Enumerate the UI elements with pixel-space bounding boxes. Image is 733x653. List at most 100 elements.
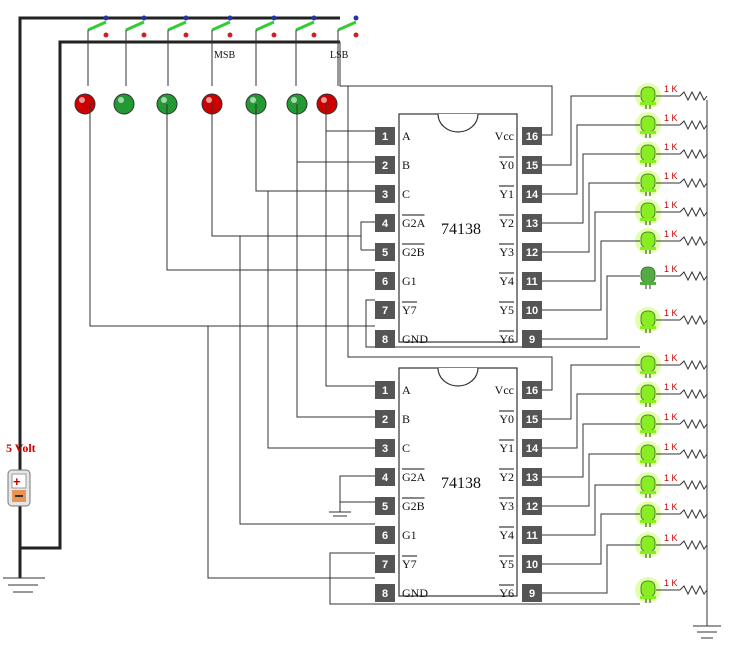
pin-number: 14 bbox=[526, 189, 539, 201]
resistor-label: 1 K bbox=[664, 442, 678, 452]
output-led: 1 K bbox=[635, 577, 708, 603]
output-led: 1 K bbox=[635, 228, 708, 254]
pin-number-box bbox=[522, 243, 542, 261]
resistor-label: 1 K bbox=[664, 200, 678, 210]
output-led: 1 K bbox=[635, 112, 708, 138]
lsb-label: LSB bbox=[330, 50, 349, 61]
pin-label: G2A bbox=[402, 470, 426, 484]
pin-label: Y6 bbox=[499, 586, 514, 600]
output-led: 1 K bbox=[635, 141, 708, 167]
resistor-label: 1 K bbox=[664, 533, 678, 543]
resistor-label: 1 K bbox=[664, 308, 678, 318]
pin-label: Y3 bbox=[499, 499, 514, 513]
output-led: 1 K bbox=[635, 307, 708, 333]
output-led: 1 K bbox=[635, 472, 708, 498]
pin-number: 12 bbox=[526, 247, 538, 259]
battery-label: 5 Volt bbox=[6, 441, 36, 455]
pin-number: 1 bbox=[382, 131, 388, 143]
output-wiring bbox=[542, 95, 640, 594]
pin-label: Y7 bbox=[402, 303, 417, 317]
pin-label: G2B bbox=[402, 499, 425, 513]
pin-label: Y6 bbox=[499, 332, 514, 346]
output-led: 1 K bbox=[635, 411, 708, 437]
pin-number-box bbox=[522, 185, 542, 203]
pin-label: GND bbox=[402, 332, 428, 346]
pin-number-box bbox=[522, 272, 542, 290]
resistor-label: 1 K bbox=[664, 229, 678, 239]
input-switch[interactable] bbox=[87, 15, 109, 87]
resistor-label: 1 K bbox=[664, 171, 678, 181]
input-switch[interactable] bbox=[125, 15, 147, 87]
input-switch[interactable] bbox=[337, 15, 359, 87]
pin-number: 10 bbox=[526, 559, 538, 571]
pin-number: 6 bbox=[382, 276, 388, 288]
resistor-label: 1 K bbox=[664, 578, 678, 588]
pin-number: 13 bbox=[526, 472, 538, 484]
pin-label: Y4 bbox=[499, 528, 514, 542]
pin-label: Y0 bbox=[499, 412, 514, 426]
pin-number: 8 bbox=[382, 334, 388, 346]
pin-label: Y2 bbox=[499, 216, 514, 230]
pin-label: C bbox=[402, 441, 410, 455]
pin-number-box bbox=[375, 156, 395, 174]
pin-label: G1 bbox=[402, 274, 417, 288]
pin-number-box bbox=[522, 468, 542, 486]
chip-notch bbox=[437, 367, 479, 387]
pin-number: 2 bbox=[382, 414, 388, 426]
pin-number: 7 bbox=[382, 559, 388, 571]
output-led: 1 K bbox=[635, 199, 708, 225]
pin-number-box bbox=[375, 555, 395, 573]
pin-number-box bbox=[375, 468, 395, 486]
chip-notch bbox=[437, 113, 479, 133]
pin-label: B bbox=[402, 158, 410, 172]
pin-number: 4 bbox=[382, 472, 389, 484]
resistor-label: 1 K bbox=[664, 264, 678, 274]
output-led: 1 K bbox=[635, 501, 708, 527]
pin-number-box bbox=[375, 185, 395, 203]
pin-number: 15 bbox=[526, 414, 538, 426]
pin-number-box bbox=[522, 526, 542, 544]
pin-number: 8 bbox=[382, 588, 388, 600]
indicator-lamp bbox=[74, 93, 96, 115]
pin-number-box bbox=[375, 127, 395, 145]
resistor-label: 1 K bbox=[664, 412, 678, 422]
pin-label: G2A bbox=[402, 216, 426, 230]
indicator-lamp bbox=[316, 93, 338, 115]
pin-number: 12 bbox=[526, 501, 538, 513]
pin-number: 1 bbox=[382, 385, 388, 397]
pin-label: Y4 bbox=[499, 274, 514, 288]
pin-label: Y2 bbox=[499, 470, 514, 484]
input-switch[interactable] bbox=[167, 15, 189, 87]
pin-number: 4 bbox=[382, 218, 389, 230]
input-switch[interactable] bbox=[211, 15, 233, 87]
pin-label: Y1 bbox=[499, 187, 514, 201]
pin-number-box bbox=[375, 381, 395, 399]
pin-number-box bbox=[375, 272, 395, 290]
resistor-label: 1 K bbox=[664, 113, 678, 123]
output-led: 1 K bbox=[635, 83, 708, 109]
chip-part-number: 74138 bbox=[441, 475, 481, 492]
resistor-label: 1 K bbox=[664, 382, 678, 392]
pin-number: 3 bbox=[382, 443, 388, 455]
pin-label: Y7 bbox=[402, 557, 417, 571]
pin-label: GND bbox=[402, 586, 428, 600]
pin-number: 15 bbox=[526, 160, 538, 172]
input-switch[interactable] bbox=[255, 15, 277, 87]
pin-number: 9 bbox=[529, 334, 535, 346]
pin-number-box bbox=[522, 156, 542, 174]
pin-number-box bbox=[522, 584, 542, 602]
pin-label: G2B bbox=[402, 245, 425, 259]
input-switch[interactable] bbox=[295, 15, 317, 87]
pin-number-box bbox=[375, 526, 395, 544]
power-wiring bbox=[3, 16, 340, 593]
pin-number: 13 bbox=[526, 218, 538, 230]
pin-label: Y5 bbox=[499, 303, 514, 317]
output-leds: 1 K 1 K 1 K 1 K 1 K 1 K 1 K 1 K 1 K 1 K 1 K 1 K 1 K 1… bbox=[542, 83, 708, 603]
output-led: 1 K bbox=[640, 264, 708, 289]
input-wiring bbox=[89, 42, 640, 605]
pin-number: 5 bbox=[382, 501, 388, 513]
input-indicators bbox=[74, 93, 338, 115]
